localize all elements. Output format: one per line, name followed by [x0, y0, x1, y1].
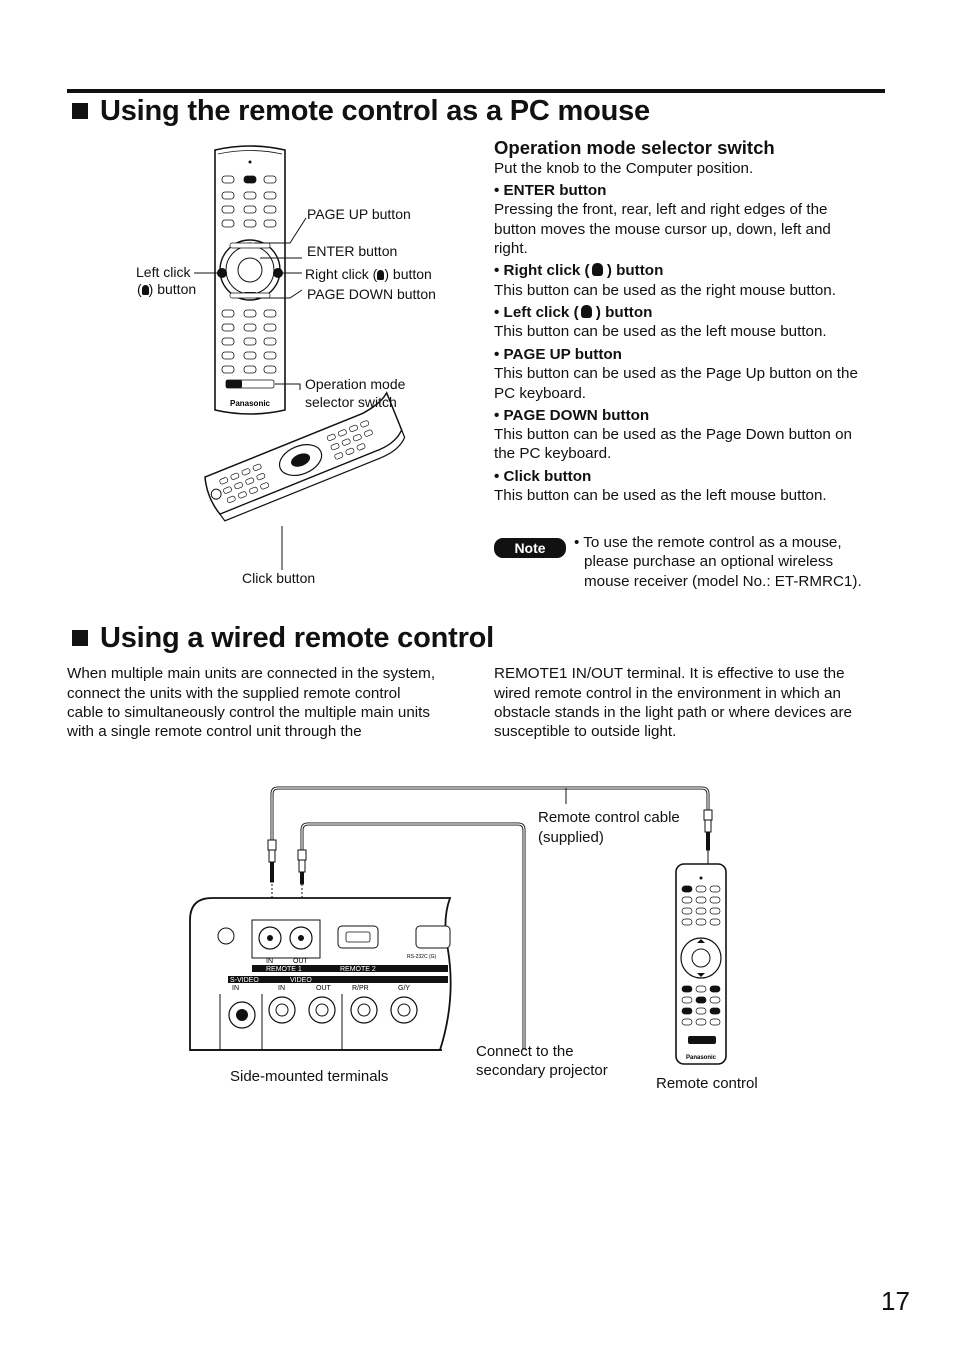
remote-brand-label: Panasonic — [686, 1055, 717, 1061]
callout-left-click: Left click — [136, 264, 191, 280]
panel-out-label: OUT — [293, 958, 309, 965]
note-line: please purchase an optional wireless — [584, 553, 834, 570]
callout-cable-line2: (supplied) — [538, 829, 604, 846]
remote-control-illustration: Panasonic — [194, 145, 406, 570]
panel-rs232-label: RS-232C (G) — [407, 954, 437, 960]
panel-in3-label: IN — [278, 985, 285, 992]
callout-connect-secondary-line2: secondary projector — [476, 1062, 608, 1079]
body-col1-line: connect the units with the supplied remo… — [67, 685, 401, 702]
callout-op-mode: Operation mode — [305, 376, 406, 392]
body-col1-line: cable to simultaneously control the mult… — [67, 704, 430, 721]
subheading-op-mode: Operation mode selector switch — [494, 137, 775, 158]
note-line: mouse receiver (model No.: ET-RMRC1). — [584, 573, 862, 590]
callout-left-click-line2: () button — [137, 281, 197, 297]
item-right-click-line: This button can be used as the right mou… — [494, 282, 836, 299]
callout-enter: ENTER button — [307, 243, 398, 259]
heading-bullet-square — [72, 103, 88, 119]
callout-page-down: PAGE DOWN button — [307, 286, 436, 302]
panel-in2-label: IN — [232, 985, 239, 992]
heading-bullet-square — [72, 630, 88, 646]
left-click-hand-icon — [141, 285, 149, 295]
body-col2-line: susceptible to outside light. — [494, 723, 677, 740]
note-badge: Note — [494, 538, 566, 558]
panel-video-label: VIDEO — [290, 977, 312, 984]
item-click-line: This button can be used as the left mous… — [494, 487, 827, 504]
wired-connection-diagram: IN OUT REMOTE 1 REMOTE 2 RS-232C (G) S-V… — [189, 786, 727, 1065]
item-page-down-title: • PAGE DOWN button — [494, 407, 650, 424]
item-page-up-line: PC keyboard. — [494, 385, 587, 402]
section-title-wired-remote: Using a wired remote control — [100, 622, 495, 654]
item-enter-line: button moves the mouse cursor up, down, … — [494, 221, 831, 238]
body-col2-line: wired remote control in the environment … — [494, 685, 841, 702]
body-col1-line: When multiple main units are connected i… — [67, 665, 436, 682]
right-click-hand-icon — [377, 270, 385, 280]
panel-remote2-label: REMOTE 2 — [340, 966, 376, 973]
section-title-pc-mouse: Using the remote control as a PC mouse — [100, 95, 650, 127]
callout-cable: Remote control cable — [538, 809, 680, 826]
page-number: 17 — [881, 1286, 910, 1316]
item-right-click-title: • Right click ( ) button — [494, 262, 664, 279]
note-line: • To use the remote control as a mouse, — [574, 534, 842, 551]
item-page-up-line: This button can be used as the Page Up b… — [494, 365, 858, 382]
item-enter-title: • ENTER button — [494, 182, 607, 199]
svg-text:Panasonic: Panasonic — [230, 399, 271, 408]
item-page-down-line: the PC keyboard. — [494, 445, 612, 462]
body-col1-line: with a single remote control unit throug… — [67, 723, 362, 740]
panel-remote1-label: REMOTE 1 — [266, 966, 302, 973]
callout-click-button: Click button — [242, 570, 316, 586]
callout-remote-control: Remote control — [656, 1075, 758, 1092]
right-click-hand-icon — [591, 263, 603, 276]
callout-right-click: Right click () button — [305, 266, 432, 282]
body-col2-line: obstacle stands in the light path or whe… — [494, 704, 852, 721]
item-left-click-line: This button can be used as the left mous… — [494, 323, 827, 340]
panel-out2-label: OUT — [316, 985, 332, 992]
panel-gy-label: G/Y — [398, 985, 410, 992]
left-click-hand-icon — [580, 305, 592, 318]
item-left-click-title: • Left click ( ) button — [494, 304, 653, 321]
callout-page-up: PAGE UP button — [307, 206, 411, 222]
callout-connect-secondary: Connect to the — [476, 1043, 574, 1060]
body-col2-line: REMOTE1 IN/OUT terminal. It is effective… — [494, 665, 845, 682]
panel-in-label: IN — [266, 958, 273, 965]
intro-text: Put the knob to the Computer position. — [494, 160, 754, 177]
panel-rpr-label: R/PR — [352, 985, 369, 992]
item-enter-line: Pressing the front, rear, left and right… — [494, 201, 828, 218]
callout-side-terminals: Side-mounted terminals — [230, 1068, 389, 1085]
callout-op-mode-line2: selector switch — [305, 394, 397, 410]
item-page-up-title: • PAGE UP button — [494, 346, 622, 363]
item-enter-line: right. — [494, 240, 528, 257]
panel-svideo-label: S-VIDEO — [230, 977, 259, 984]
top-rule — [67, 89, 885, 93]
item-click-title: • Click button — [494, 468, 592, 485]
item-page-down-line: This button can be used as the Page Down… — [494, 426, 852, 443]
